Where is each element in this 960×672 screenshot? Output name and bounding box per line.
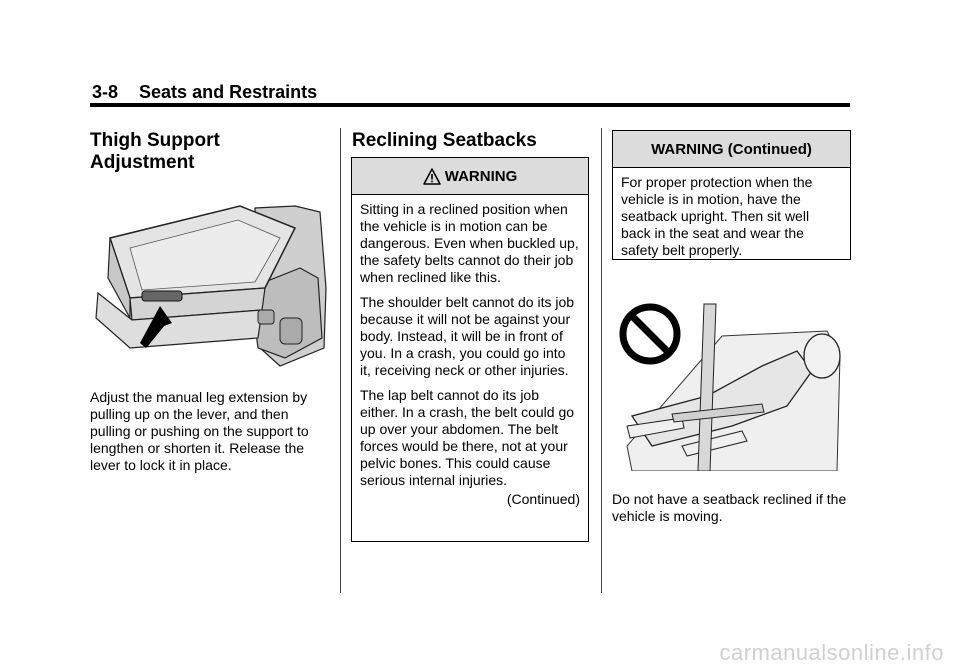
warning-continued-box: WARNING (Continued) For proper protectio…: [612, 130, 851, 260]
warning-paragraph: For proper protection when the vehicle i…: [621, 174, 813, 258]
warning-body: Sitting in a reclined position when the …: [352, 195, 588, 514]
heading-line: Thigh Support: [90, 130, 220, 151]
page-header: 3-8 Seats and Restraints: [92, 82, 317, 103]
warning-paragraph: The shoulder belt cannot do its job beca…: [360, 294, 575, 378]
warning-header: WARNING: [352, 158, 588, 195]
thigh-support-heading: Thigh Support Adjustment: [90, 130, 330, 174]
recline-caption: Do not have a seatback reclined if the v…: [612, 491, 847, 524]
warning-title: WARNING: [444, 167, 518, 185]
heading-line: Adjustment: [90, 152, 195, 173]
column-divider: [340, 128, 341, 593]
warning-title: WARNING (Continued): [651, 140, 812, 158]
warning-header: WARNING (Continued): [613, 131, 850, 168]
warning-paragraph: Sitting in a reclined position when the …: [360, 201, 579, 285]
reclining-seatbacks-heading: Reclining Seatbacks: [352, 130, 537, 151]
header-rule: [90, 103, 850, 107]
watermark-text: carmanualsonline.info: [719, 640, 944, 665]
warning-triangle-icon: [423, 167, 441, 185]
continued-label: (Continued): [506, 491, 580, 507]
warning-box: WARNING Sitting in a reclined position w…: [351, 157, 589, 542]
warning-body: For proper protection when the vehicle i…: [613, 168, 850, 273]
section-title: Seats and Restraints: [139, 82, 318, 102]
reclined-passenger-illustration: [619, 303, 841, 471]
thigh-support-body: Adjust the manual leg extension by pulli…: [90, 389, 309, 473]
column-divider: [601, 128, 602, 593]
warning-paragraph: The lap belt cannot do its job either. I…: [360, 387, 575, 488]
thigh-support-seat-illustration: [95, 205, 327, 367]
no-sign-icon: [619, 303, 681, 365]
section-number: 3-8: [92, 82, 119, 102]
